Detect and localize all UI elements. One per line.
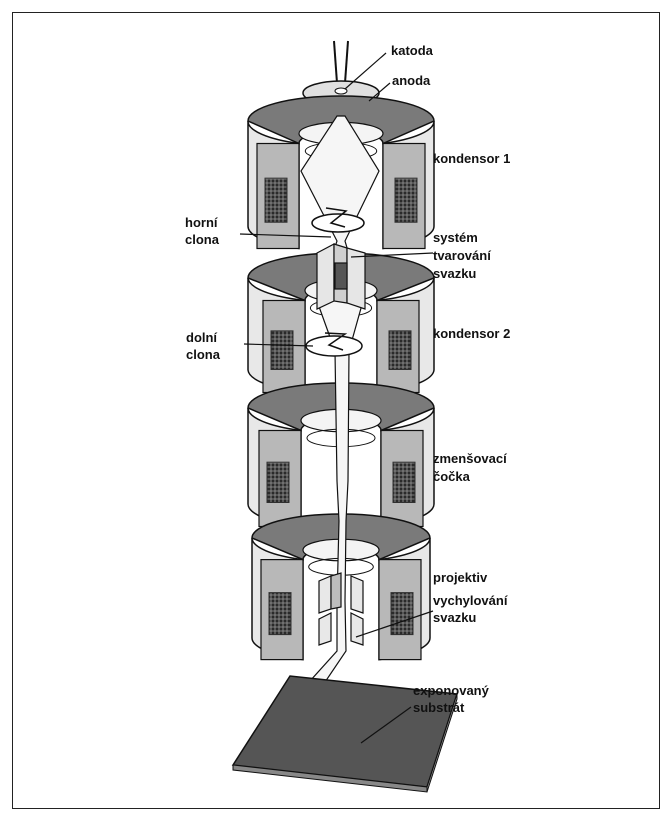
label-horni-clona: clona [185, 232, 220, 247]
coil-left [271, 331, 293, 370]
coil-right [389, 331, 411, 370]
beam-shaping-system [317, 244, 365, 309]
label-horni: horní [185, 215, 218, 230]
coil-right [395, 178, 417, 222]
coil-left [269, 593, 291, 635]
diagram-frame: katoda anoda kondensor 1 horní clona sys… [12, 12, 660, 809]
coil-left [267, 462, 289, 502]
coil-right [393, 462, 415, 502]
label-katoda: katoda [391, 43, 434, 58]
label-vychylovani-svazku: svazku [433, 610, 476, 625]
label-system: systém [433, 230, 478, 245]
label-zmensovaci: zmenšovací [433, 451, 507, 466]
label-projektiv: projektiv [433, 570, 488, 585]
label-cocka: čočka [433, 469, 471, 484]
label-dolni-clona: clona [186, 347, 221, 362]
label-svazku: svazku [433, 266, 476, 281]
coil-right [391, 593, 413, 635]
label-vychylovani: vychylování [433, 593, 508, 608]
label-substrat: substrát [413, 700, 465, 715]
label-dolni: dolní [186, 330, 217, 345]
cathode-wires [334, 41, 348, 83]
label-anoda: anoda [392, 73, 431, 88]
label-kondensor-2: kondensor 2 [433, 326, 510, 341]
label-tvarovani: tvarování [433, 248, 491, 263]
electron-beam-lithography-diagram: katoda anoda kondensor 1 horní clona sys… [13, 13, 661, 810]
label-exponovany: exponovaný [413, 683, 490, 698]
label-kondensor-1: kondensor 1 [433, 151, 510, 166]
coil-left [265, 178, 287, 222]
